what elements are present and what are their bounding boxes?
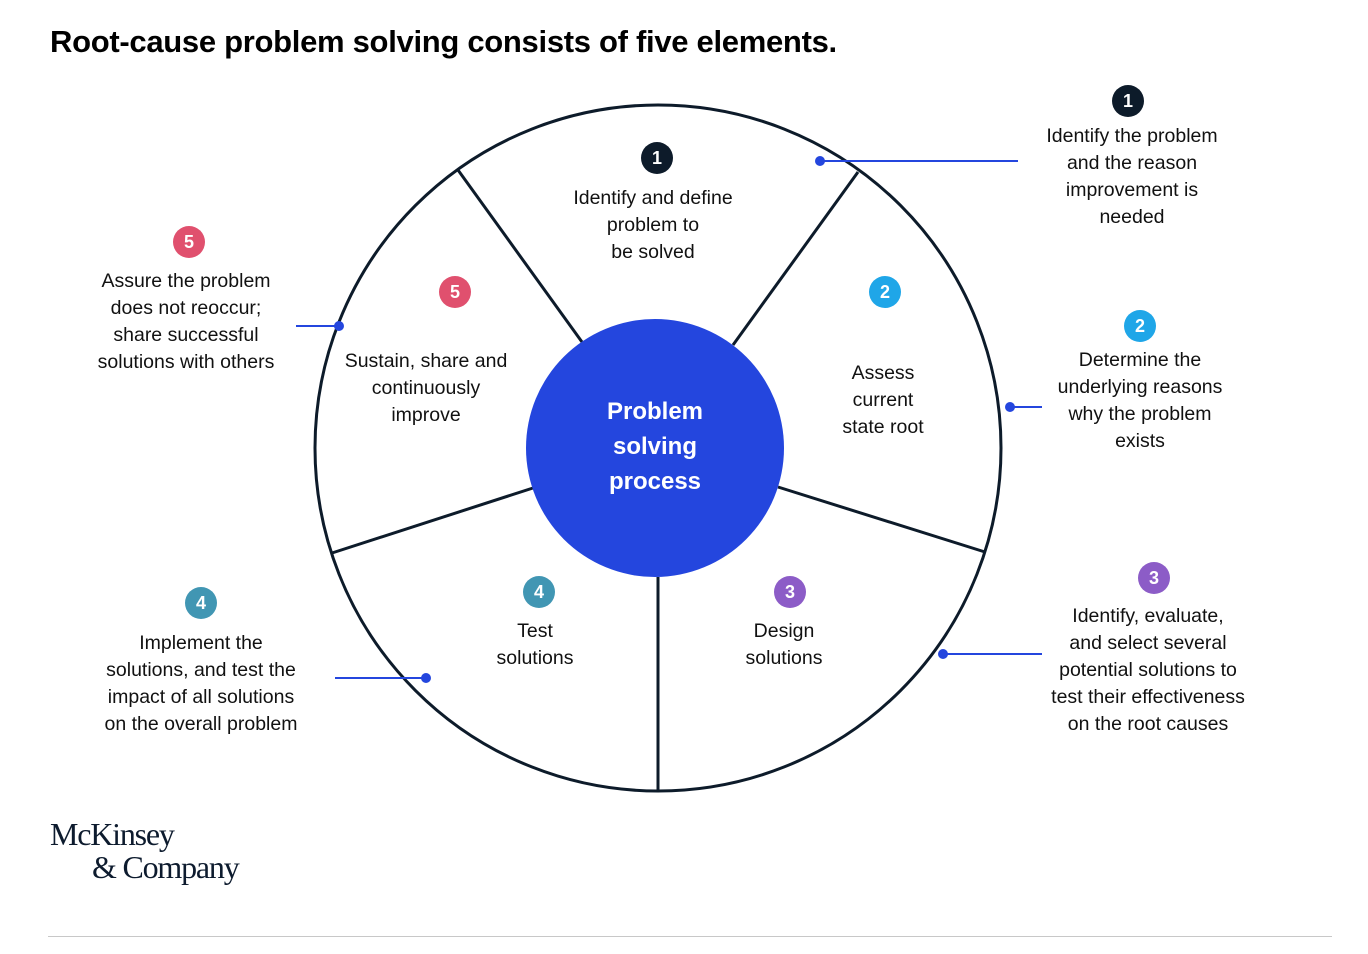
callout-5-badge: 5 — [173, 226, 205, 258]
segment-5-badge: 5 — [439, 276, 471, 308]
logo-line-2: & Company — [92, 849, 240, 885]
callout-3-text: Identify, evaluate, and select several p… — [1051, 605, 1245, 735]
callout-2-connector-dot — [1005, 402, 1015, 412]
callout-1-badge: 1 — [1112, 85, 1144, 117]
center-circle — [526, 319, 784, 577]
callout-2-text: Determine the underlying reasons why the… — [1057, 349, 1223, 452]
segment-2-badge: 2 — [869, 276, 901, 308]
outer-ring — [313, 103, 1003, 793]
segment-divider — [777, 485, 986, 554]
segment-3-label: Design solutions — [745, 620, 823, 669]
callout-2-badge: 2 — [1124, 310, 1156, 342]
callout-3-badge: 3 — [1138, 562, 1170, 594]
callout-4-text: Implement the solutions, and test the im… — [104, 632, 298, 735]
segment-3-badge: 3 — [774, 576, 806, 608]
segment-2-label: Assess current state root — [842, 362, 924, 438]
mckinsey-logo: McKinsey & Company — [50, 816, 240, 885]
center-label: Problem solving process — [606, 398, 704, 495]
callout-4-connector-dot — [421, 673, 431, 683]
segment-1-badge: 1 — [641, 142, 673, 174]
callout-3-connector-dot — [938, 649, 948, 659]
callout-1-connector-dot — [815, 156, 825, 166]
segment-4-label: Test solutions — [496, 620, 574, 669]
callout-4-badge: 4 — [185, 587, 217, 619]
page-title: Root-cause problem solving consists of f… — [50, 24, 837, 59]
segment-divider — [456, 169, 584, 343]
logo-line-1: McKinsey — [50, 816, 175, 852]
callout-5-connector-dot — [334, 321, 344, 331]
callout-5-text: Assure the problem does not reoccur; sha… — [97, 270, 275, 373]
segment-1-label: Identify and define problem to be solved — [573, 187, 733, 263]
footer-divider — [48, 936, 1332, 937]
callout-1-text: Identify the problem and the reason impr… — [1046, 125, 1218, 228]
segment-divider — [331, 486, 534, 555]
segment-4-badge: 4 — [523, 576, 555, 608]
segment-divider — [731, 171, 860, 346]
segment-5-label: Sustain, share and continuously improve — [344, 350, 508, 426]
